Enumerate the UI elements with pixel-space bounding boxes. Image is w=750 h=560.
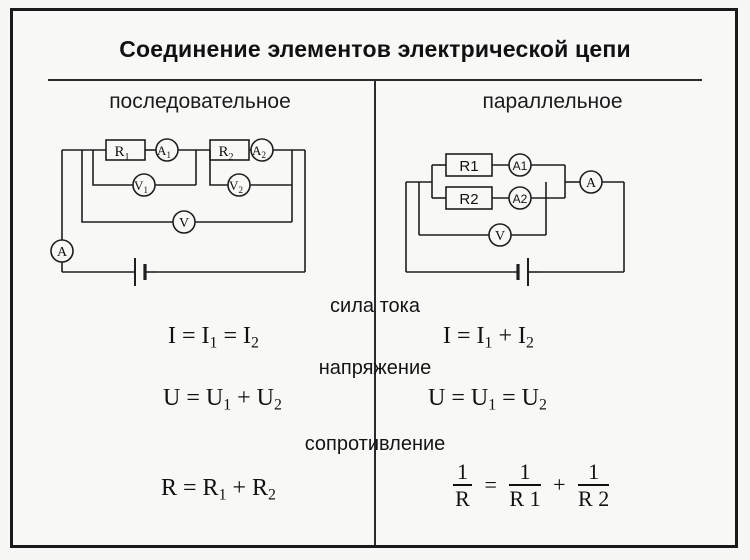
fraction-one-over-r: 1 R [453, 460, 472, 510]
fraction-numerator-r1: 1 [509, 460, 541, 487]
section-label-current: сила тока [330, 295, 420, 317]
formula-current-series-b-sub: 2 [250, 334, 259, 352]
page-title: Соединение элементов электрической цепи [119, 36, 631, 62]
formula-voltage-series-a: U = U [163, 385, 224, 411]
formula-voltage-parallel: U = U1 = U2 [428, 385, 547, 414]
column-heading-series: последовательное [109, 90, 291, 113]
formula-resistance-series-b: + R [226, 475, 269, 501]
fraction-denominator-r2: R 2 [578, 486, 610, 512]
formula-current-parallel-a-sub: 1 [484, 334, 493, 352]
formula-voltage-parallel-a: U = U [428, 385, 489, 411]
section-label-resistance: сопротивление [304, 433, 446, 455]
formula-resistance-series-a-sub: 1 [218, 486, 227, 504]
fraction-one-over-r1: 1 R 1 [509, 460, 541, 512]
section-label-voltage: напряжение [318, 357, 432, 379]
plus-sign: + [553, 472, 566, 498]
fraction-numerator-r2: 1 [578, 460, 610, 487]
formula-current-parallel-b: + I [492, 323, 526, 349]
formula-current-series: I = I1 = I2 [168, 323, 259, 352]
column-divider [374, 81, 376, 545]
formula-current-parallel-a: I = I [443, 323, 485, 349]
formula-voltage-series-b: + U [231, 385, 274, 411]
formula-current-series-a-sub: 1 [209, 334, 218, 352]
formula-voltage-series-a-sub: 1 [223, 396, 232, 414]
fraction-one-over-r2: 1 R 2 [578, 460, 610, 512]
title-divider-rule [48, 79, 702, 81]
equals-sign: = [484, 472, 497, 498]
formula-current-parallel-b-sub: 2 [525, 334, 534, 352]
fraction-denominator-r1: R 1 [509, 486, 541, 512]
formula-voltage-parallel-a-sub: 1 [488, 396, 497, 414]
formula-voltage-parallel-b: = U [496, 385, 539, 411]
formula-resistance-series-b-sub: 2 [268, 486, 276, 504]
column-heading-parallel: параллельное [482, 90, 623, 113]
formula-current-parallel: I = I1 + I2 [443, 323, 534, 352]
formula-voltage-series-b-sub: 2 [274, 396, 282, 414]
formula-resistance-parallel: 1 R = 1 R 1 + 1 R 2 [450, 460, 612, 510]
formula-voltage-series: U = U1 + U2 [163, 385, 282, 414]
fraction-numerator-total: 1 [453, 460, 472, 487]
formula-resistance-series: R = R1 + R2 [161, 475, 276, 504]
formula-current-series-b: = I [217, 323, 251, 349]
formula-resistance-series-a: R = R [161, 475, 219, 501]
fraction-denominator-total: R [455, 486, 470, 512]
formula-current-series-a: I = I [168, 323, 210, 349]
formula-voltage-parallel-b-sub: 2 [539, 396, 547, 414]
